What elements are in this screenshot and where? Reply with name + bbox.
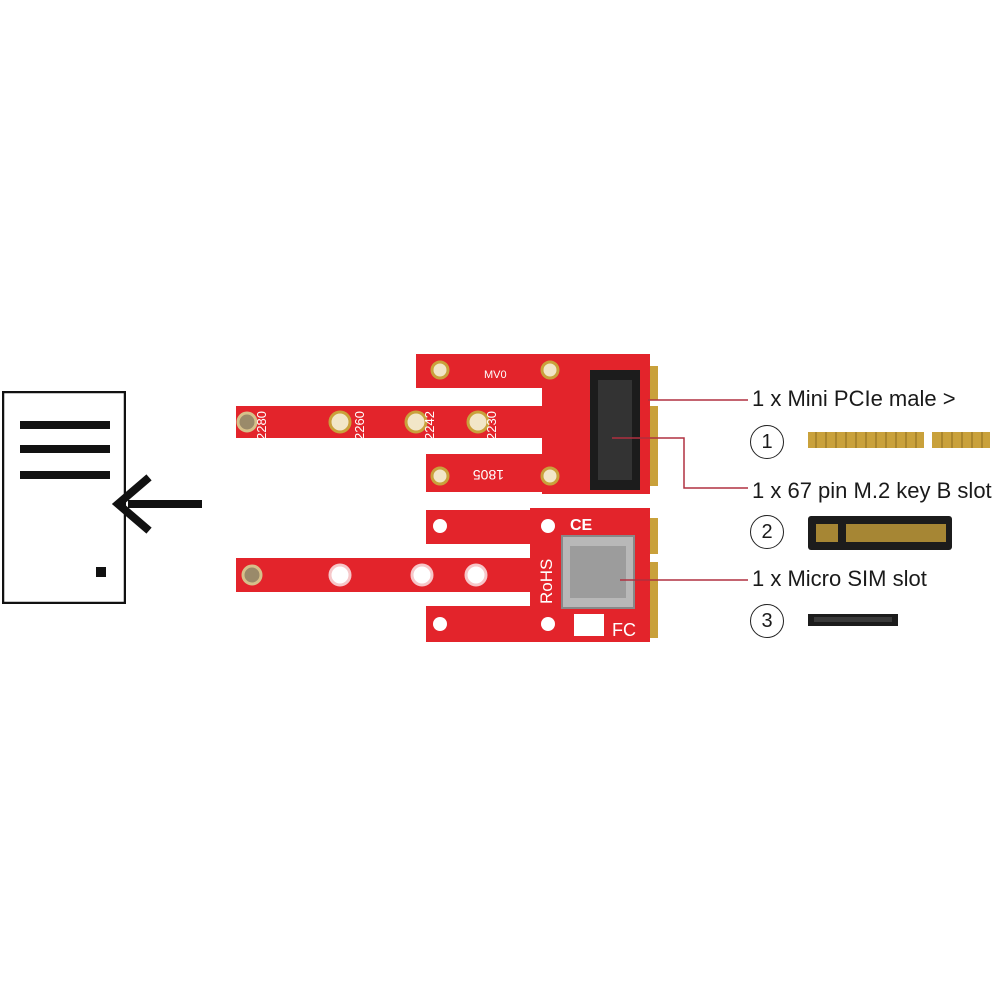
feature-label-m2-slot: 1 x 67 pin M.2 key B slot [752,478,992,503]
length-mark-2242: 2242 [422,411,437,440]
length-mark-2230: 2230 [484,411,499,440]
mini-pcie-connector-icon [808,432,990,448]
m2-slot-connector-icon [808,516,952,550]
board-code: 1805 [473,467,504,483]
length-mark-2260: 2260 [352,411,367,440]
ce-mark: CE [570,517,593,534]
length-mark-2280: 2280 [254,411,269,440]
top-board: 2280 2260 2242 2230 MV0 1805 [236,354,658,494]
document-icon [2,391,126,604]
feature-number-1: 1 [750,425,784,459]
arrow-left-icon [112,474,202,534]
bottom-board: RoHS CE FC [236,508,658,642]
feature-number-2: 2 [750,515,784,549]
leader-lines [612,399,748,581]
silkscreen-rohs: RoHS [537,559,556,604]
silkscreen-mv0: MV0 [484,369,507,381]
feature-label-mini-pcie: 1 x Mini PCIe male > [752,386,956,411]
fcc-mark: FC [612,620,636,640]
feature-label-micro-sim: 1 x Micro SIM slot [752,566,927,591]
micro-sim-slot-icon [808,614,898,626]
adapter-boards-illustration: 2280 2260 2242 2230 MV0 1805 RoH [236,354,658,642]
feature-number-3: 3 [750,604,784,638]
